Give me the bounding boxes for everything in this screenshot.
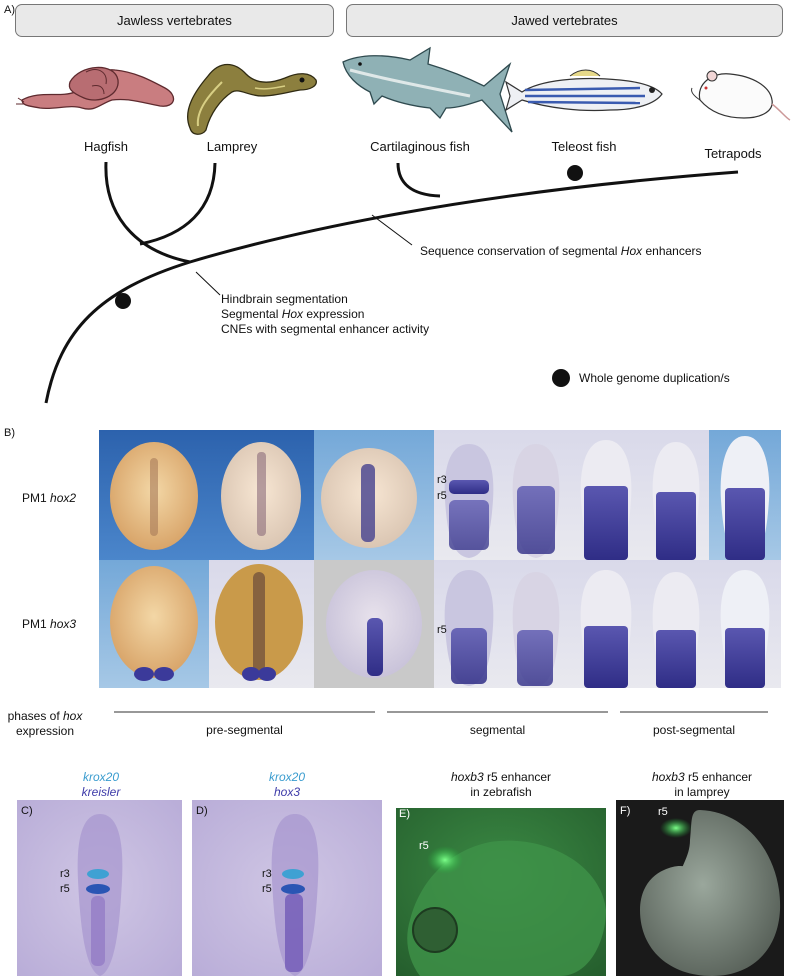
panel-d-mark-r5: r5 — [262, 883, 272, 895]
shark-illustration — [342, 46, 513, 133]
annotation-conservation-hox: Hox — [620, 244, 643, 258]
panel-c-title-krox20: krox20 — [82, 770, 120, 784]
phase-segmental: segmental — [469, 723, 526, 737]
panel-c-letter: C) — [21, 805, 33, 817]
panel-a-letter: A) — [4, 4, 15, 16]
annotation-base-line2: Segmental Hox expression — [221, 307, 429, 322]
lamprey-illustration — [187, 63, 317, 135]
hox3-stage1-embryo — [110, 566, 198, 678]
phases-label-a: phases of — [7, 709, 63, 723]
jawed-group-label: Jawed vertebrates — [511, 13, 618, 28]
row-label-hox2: PM1 hox2 — [22, 491, 76, 505]
annotation-base-line2-c: expression — [303, 307, 365, 321]
panel-c-mark-r3: r3 — [60, 868, 70, 880]
panel-c-title: krox20 kreisler — [16, 770, 186, 800]
wgd-node-base — [115, 293, 131, 309]
panel-f-title-line2: in lamprey — [674, 785, 730, 799]
row-label-hox3: PM1 hox3 — [22, 617, 76, 631]
hagfish-illustration — [16, 66, 175, 110]
taxon-hagfish: Hagfish — [83, 139, 129, 154]
panel-d-title-krox20: krox20 — [268, 770, 306, 784]
conservation-pointer — [371, 214, 413, 246]
phylogenetic-tree — [44, 161, 739, 404]
panel-e-title-line2: in zebrafish — [470, 785, 532, 799]
phases-of-hox-label: phases of hox expression — [5, 709, 85, 739]
panel-e-gfp-signal — [427, 846, 463, 874]
wgd-node-teleost — [567, 165, 583, 181]
panel-d-letter: D) — [196, 805, 208, 817]
panel-d-mark-r3: r3 — [262, 868, 272, 880]
jawless-group-label: Jawless vertebrates — [117, 13, 232, 28]
zebrafish-illustration — [504, 69, 663, 112]
legend-wgd-label: Whole genome duplication/s — [579, 371, 730, 385]
panel-f-title: hoxb3 r5 enhancer in lamprey — [610, 770, 794, 800]
panel-c-title-kreisler: kreisler — [81, 785, 121, 799]
hox2-mark-r5: r5 — [437, 490, 447, 502]
taxon-tetrapods: Tetrapods — [704, 146, 762, 161]
annotation-base-line1: Hindbrain segmentation — [221, 292, 348, 306]
panel-d-title: krox20 hox3 — [192, 770, 382, 800]
panel-e-mark-r5: r5 — [419, 840, 429, 852]
hox2-mark-r3: r3 — [437, 474, 447, 486]
phylogeny-figure — [16, 46, 791, 404]
row-label-hox3-prefix: PM1 — [22, 617, 51, 631]
panel-e-title: hoxb3 r5 enhancer in zebrafish — [396, 770, 606, 800]
phase-lines — [114, 711, 768, 713]
panel-e-title-rest: r5 enhancer — [483, 770, 552, 784]
panel-d-title-hox3: hox3 — [273, 785, 301, 799]
panel-f-gfp-signal — [660, 818, 692, 838]
hox3-mark-r5: r5 — [437, 624, 447, 636]
phases-label-hox: hox — [63, 709, 83, 723]
annotation-conservation: Sequence conservation of segmental Hox e… — [420, 244, 702, 259]
phase-post-segmental: post-segmental — [652, 723, 736, 737]
phases-label-c: expression — [15, 724, 75, 738]
panel-e-title-gene: hoxb3 — [450, 770, 484, 784]
annotation-conservation-text: Sequence conservation of segmental — [420, 244, 621, 258]
annotation-base-line3: CNEs with segmental enhancer activity — [221, 322, 430, 336]
panel-b-letter: B) — [4, 427, 15, 439]
annotation-conservation-tail: enhancers — [642, 244, 702, 258]
embryo-image-grid — [99, 430, 781, 688]
taxon-cartilaginous-fish: Cartilaginous fish — [370, 139, 470, 154]
panel-f-title-rest: r5 enhancer — [684, 770, 753, 784]
phase-pre-segmental: pre-segmental — [206, 723, 283, 737]
annotation-base: Hindbrain segmentation Segmental Hox exp… — [221, 292, 429, 337]
panel-f-mark-r5: r5 — [658, 806, 668, 818]
mouse-illustration — [691, 70, 791, 121]
annotation-base-line2-hox: Hox — [281, 307, 304, 321]
legend-wgd-dot — [552, 369, 570, 387]
panel-e-letter: E) — [399, 808, 410, 820]
panel-c-mark-r5: r5 — [60, 883, 70, 895]
row-label-hox3-gene: hox3 — [50, 617, 77, 631]
annotation-base-line2-a: Segmental — [221, 307, 282, 321]
taxon-lamprey: Lamprey — [206, 139, 258, 154]
panel-f-letter: F) — [620, 805, 631, 817]
row-label-hox2-prefix: PM1 — [22, 491, 51, 505]
taxon-teleost-fish: Teleost fish — [551, 139, 617, 154]
base-pointer — [195, 271, 221, 296]
panel-f-title-gene: hoxb3 — [651, 770, 685, 784]
jawed-group-box: Jawed vertebrates — [346, 4, 783, 37]
row-label-hox2-gene: hox2 — [50, 491, 77, 505]
lower-panels-images — [17, 800, 784, 976]
jawless-group-box: Jawless vertebrates — [15, 4, 334, 37]
